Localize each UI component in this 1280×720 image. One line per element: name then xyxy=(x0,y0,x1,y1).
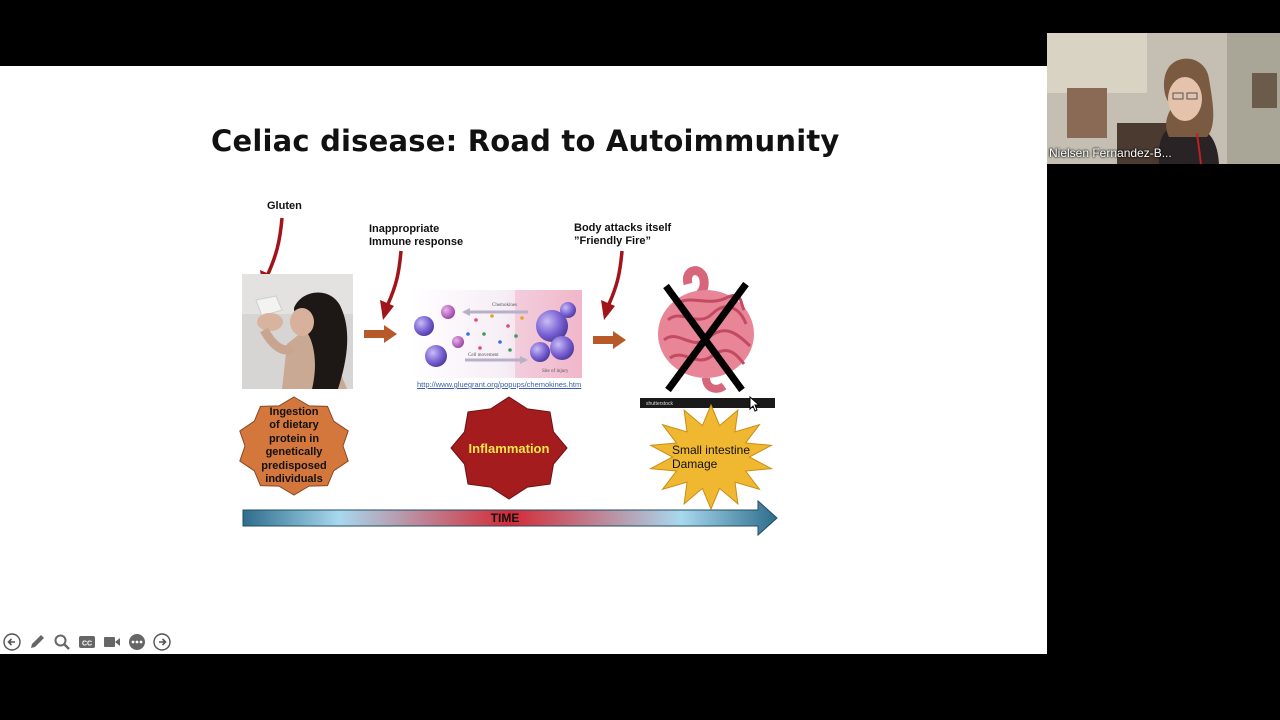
gluten-label: Gluten xyxy=(267,200,302,212)
ingestion-line: individuals xyxy=(265,473,323,485)
slide-title: Celiac disease: Road to Autoimmunity xyxy=(211,124,840,158)
immune-label-line2: Immune response xyxy=(369,236,464,248)
attack-label-line1: Body attacks itself xyxy=(574,222,672,234)
source-link[interactable]: http://www.gluegrant.org/popups/chemokin… xyxy=(417,380,582,389)
small-intestine-crossed-image: shutterstock xyxy=(640,262,775,408)
girl-drinking-photo xyxy=(242,274,353,389)
immune-label-line1: Inappropriate xyxy=(369,223,440,235)
more-icon[interactable] xyxy=(128,633,146,651)
back-arrow-icon[interactable] xyxy=(3,633,21,651)
presentation-slide: Celiac disease: Road to Autoimmunity Glu… xyxy=(0,66,1047,654)
inflammation-stage-text: Inflammation xyxy=(468,440,550,456)
attack-arrow-icon xyxy=(601,250,624,320)
video-icon[interactable] xyxy=(103,633,121,651)
participant-name: Nielsen Fernandez-B... xyxy=(1049,146,1172,160)
ingestion-stage-text: Ingestion of dietary protein in genetica… xyxy=(236,396,352,496)
inflammation-stage-badge xyxy=(450,396,568,500)
cc-label: CC xyxy=(82,641,92,648)
participant-video[interactable]: Nielsen Fernandez-B... xyxy=(1047,33,1280,164)
immune-response-label: Inappropriate Immune response xyxy=(369,223,463,249)
forward-arrow-icon[interactable] xyxy=(153,633,171,651)
ingestion-line: genetically xyxy=(265,446,323,458)
chemokines-caption: Chemokines xyxy=(492,303,517,308)
cell-movement-caption: Cell movement xyxy=(468,353,499,358)
damage-line: Small intestine xyxy=(671,443,751,457)
watermark-text: shutterstock xyxy=(646,401,673,407)
pen-icon[interactable] xyxy=(28,633,46,651)
damage-stage-burst xyxy=(648,404,774,510)
attack-label-line2: ”Friendly Fire” xyxy=(574,235,652,247)
zoom-icon[interactable] xyxy=(53,633,71,651)
damage-stage-text: Small intestine Damage xyxy=(648,404,774,510)
chemokine-cells-image: Chemokines Cell movement Site of injury xyxy=(410,290,582,378)
site-of-injury-caption: Site of injury xyxy=(542,369,569,374)
ingestion-line: protein in xyxy=(268,432,320,445)
participant-video-feed xyxy=(1047,33,1280,164)
time-label: TIME xyxy=(490,511,520,525)
body-attacks-label: Body attacks itself ”Friendly Fire” xyxy=(574,222,671,248)
ingestion-line: predisposed xyxy=(261,459,327,472)
damage-line: Damage xyxy=(671,457,718,471)
step-arrow-2-icon xyxy=(593,331,626,349)
cc-icon[interactable]: CC xyxy=(78,633,96,651)
time-arrow xyxy=(242,500,778,536)
ingestion-line: of dietary xyxy=(269,419,319,431)
mouse-cursor-icon xyxy=(749,396,761,412)
ingestion-line: Ingestion xyxy=(269,405,319,418)
immune-arrow-icon xyxy=(380,250,403,320)
ingestion-stage-badge xyxy=(239,396,349,496)
step-arrow-1-icon xyxy=(364,325,397,343)
presentation-toolbar: CC xyxy=(0,630,171,654)
